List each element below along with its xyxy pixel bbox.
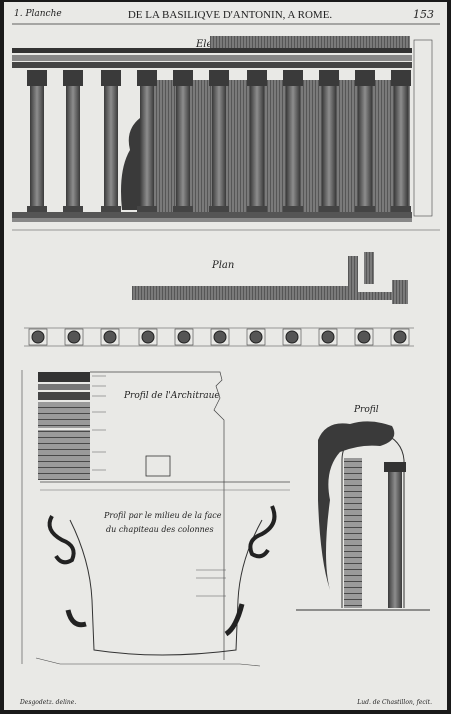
capital-profile: Profil par le milieu de la face du chapi… bbox=[35, 455, 290, 667]
profile-label: Profil bbox=[353, 405, 379, 415]
engraver-right: Lud. de Chastillon, fecit. bbox=[356, 699, 432, 706]
plan-column-base bbox=[64, 328, 84, 346]
plan-column-base bbox=[282, 328, 302, 346]
engraver-left: Desgodetz. deline. bbox=[19, 699, 76, 706]
plate-footer: Desgodetz. deline. Lud. de Chastillon, f… bbox=[19, 699, 432, 706]
elevation-column bbox=[247, 70, 267, 212]
plate-number: 1. Planche bbox=[14, 9, 62, 19]
elevation-drawing: Elevation bbox=[12, 36, 440, 231]
plan-column-base bbox=[210, 328, 230, 346]
elevation-column bbox=[355, 70, 375, 212]
elevation-column bbox=[209, 70, 229, 212]
capital-caption-2: du chapiteau des colonnes bbox=[106, 525, 214, 534]
architrave-profile-label: Profil de l'Architraue bbox=[123, 391, 220, 401]
plan-column-base bbox=[354, 328, 374, 346]
plan-column-base bbox=[318, 328, 338, 346]
page-number: 153 bbox=[413, 8, 434, 21]
elevation-column bbox=[101, 70, 121, 212]
architrave-profile: Profil de l'Architraue bbox=[21, 370, 225, 664]
elevation-column bbox=[319, 70, 339, 212]
plan-column-base bbox=[100, 328, 120, 346]
plan-label: Plan bbox=[211, 260, 234, 271]
elevation-column bbox=[391, 70, 411, 212]
plan-drawing: Plan bbox=[24, 252, 414, 347]
ruin-vegetation bbox=[318, 421, 395, 590]
elevation-column bbox=[173, 70, 193, 212]
elevation-column bbox=[27, 70, 47, 212]
elevation-column bbox=[137, 70, 157, 212]
plate-title: DE LA BASILIQVE D'ANTONIN, A ROME. bbox=[128, 9, 333, 21]
side-profile: Profil bbox=[296, 405, 430, 611]
plan-column-base bbox=[138, 328, 158, 346]
plan-column-base bbox=[174, 328, 194, 346]
plan-column-base bbox=[246, 328, 266, 346]
plan-column-base bbox=[390, 328, 410, 346]
capital-caption-1: Profil par le milieu de la face bbox=[103, 511, 222, 520]
elevation-column bbox=[283, 70, 303, 212]
plate-header: 1. Planche DE LA BASILIQVE D'ANTONIN, A … bbox=[12, 8, 440, 25]
elevation-column bbox=[63, 70, 83, 212]
plan-column-base bbox=[28, 328, 48, 346]
